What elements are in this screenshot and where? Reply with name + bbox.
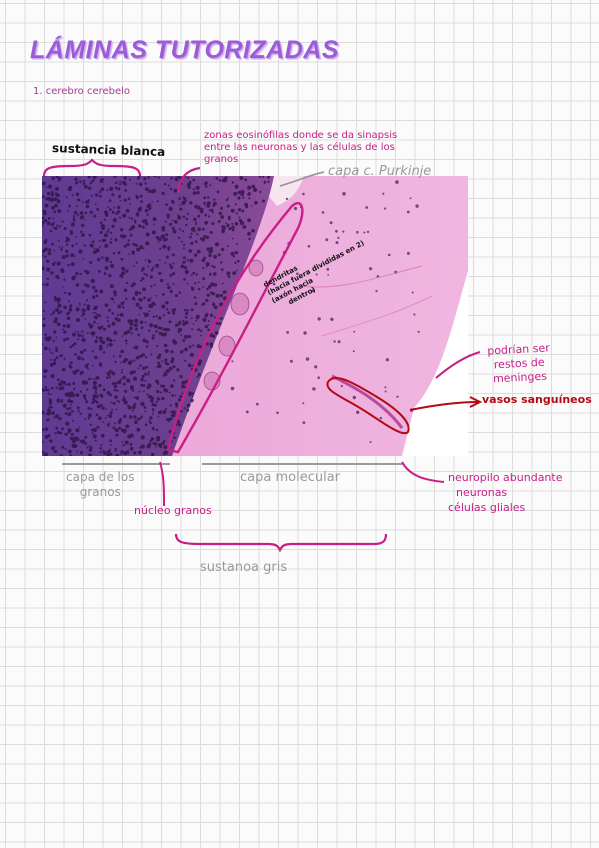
label-capa-molecular: capa molecular — [240, 470, 341, 485]
label-nucleo-granos: núcleo granos — [134, 504, 212, 517]
label-zonas-eosinofilas: zonas eosinófilas donde se da sinapsis e… — [204, 130, 398, 165]
page-title: LÁMINAS TUTORIZADAS — [30, 36, 340, 64]
label-neuropilo: neuropilo abundante neuronas células gli… — [448, 471, 563, 514]
label-capa-purkinje: capa c. Purkinje — [328, 164, 432, 179]
label-capa-granos: capa de los granos — [66, 470, 135, 499]
label-restos-meninges: podrían ser restos de meninges — [486, 341, 551, 386]
label-sustancia-gris: sustanoa gris — [200, 560, 288, 575]
cerebellum-micrograph — [42, 176, 468, 456]
section-subtitle: 1. cerebro cerebelo — [33, 86, 131, 97]
label-vasos-sanguineos: vasos sanguíneos — [482, 393, 592, 406]
label-sustancia-blanca: sustancia blanca — [51, 141, 166, 159]
